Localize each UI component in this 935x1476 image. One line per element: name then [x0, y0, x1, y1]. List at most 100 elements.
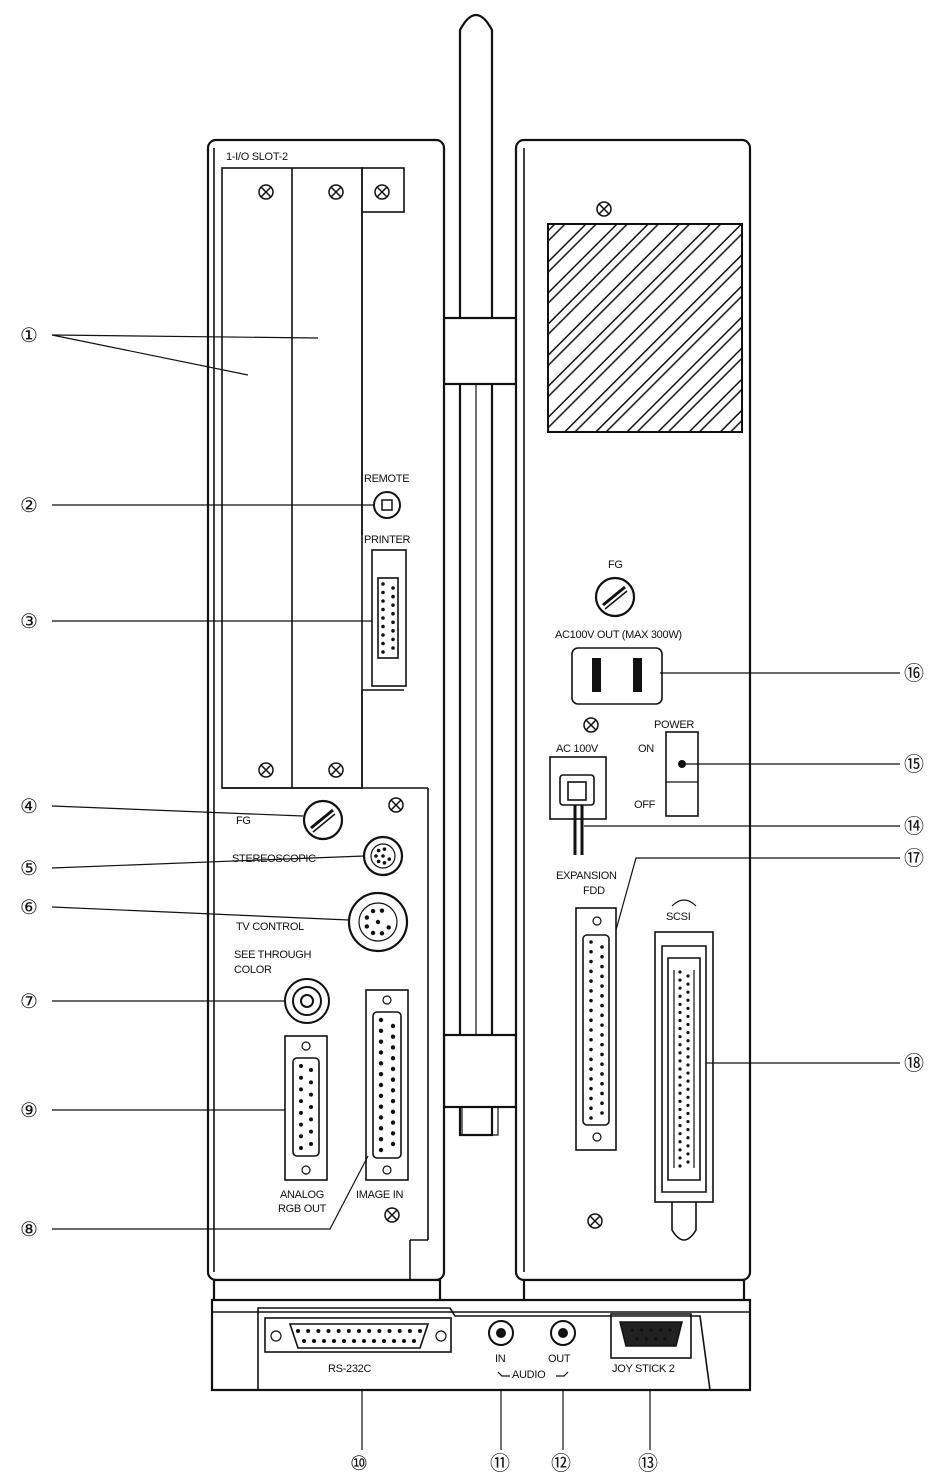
connector-pin — [387, 857, 392, 861]
ac-outlet — [571, 647, 663, 705]
connector-pin — [600, 1033, 604, 1037]
connector-pin — [309, 1105, 313, 1109]
connector-pin — [381, 616, 385, 620]
connector-pin — [589, 949, 593, 954]
remote-jack — [373, 491, 401, 519]
connector-pin — [326, 1329, 331, 1333]
ac-inlet — [549, 756, 607, 855]
connector-pin — [378, 1071, 384, 1077]
connector-pin — [589, 979, 593, 983]
printer-connector — [371, 549, 407, 687]
callout-18: ⑱ — [904, 1052, 924, 1075]
connector-pin — [686, 974, 690, 978]
connector-pin — [322, 1339, 326, 1343]
connector-pin — [589, 1037, 593, 1042]
connector-pin — [391, 637, 395, 642]
connector-pin — [600, 1091, 604, 1096]
connector-pin — [372, 1339, 376, 1343]
connector-pin — [381, 854, 385, 858]
connector-pin — [686, 990, 690, 994]
connector-pin — [362, 1339, 366, 1343]
printer-label: PRINTER — [364, 534, 411, 546]
connector-pin — [686, 1055, 690, 1059]
base-unit — [210, 1298, 752, 1392]
connector-pin — [686, 1119, 690, 1124]
expansion-label-1: EXPANSION — [556, 870, 617, 882]
connector-pin — [600, 945, 604, 949]
connector-pin — [678, 986, 682, 990]
connector-pin — [391, 620, 395, 625]
d-sub-connector-icon — [575, 907, 617, 1151]
screw-icon — [583, 717, 599, 733]
connector-pin — [686, 1079, 690, 1083]
connector-pin — [663, 1337, 667, 1341]
connector-pin — [600, 964, 604, 969]
callout-14: ⑭ — [904, 815, 924, 838]
connector-pin — [306, 1329, 311, 1333]
rca-jack-icon — [488, 1320, 514, 1346]
connector-pin — [391, 603, 395, 607]
connector-pin — [378, 1050, 384, 1055]
connector-pin — [589, 1106, 593, 1111]
connector-pin — [678, 1164, 682, 1168]
connector-pin — [370, 908, 376, 914]
connector-pin — [589, 1096, 593, 1101]
connector-pin — [678, 1018, 682, 1023]
connector-pin — [381, 590, 385, 595]
connector-pin — [686, 1031, 690, 1035]
connector-pin — [639, 1328, 644, 1332]
joystick-label: JOY STICK 2 — [612, 1363, 675, 1375]
screw-icon — [596, 201, 612, 217]
knob-icon — [594, 576, 636, 618]
connector-pin — [390, 1034, 396, 1039]
connector-pin — [392, 1339, 396, 1343]
connector-pin — [379, 908, 385, 913]
callout-12: ⑫ — [551, 1452, 571, 1475]
connector-pin — [686, 1128, 690, 1132]
connector-pin — [382, 861, 387, 865]
connector-pin — [600, 1052, 604, 1057]
connector-pin — [342, 1339, 346, 1343]
callout-17: ⑰ — [904, 847, 924, 870]
connector-pin — [390, 1088, 396, 1093]
connector-pin — [390, 1023, 396, 1029]
connector-pin — [649, 1328, 653, 1332]
connector-pin — [379, 931, 385, 936]
ac-out-label: AC100V OUT (MAX 300W) — [555, 629, 682, 641]
connector-pin — [678, 970, 682, 974]
audio-label: AUDIO — [512, 1369, 546, 1381]
connector-pin — [678, 1099, 682, 1103]
connector-pin — [299, 1075, 303, 1080]
audio-bracket — [497, 1371, 569, 1377]
io-slot-label: 1-I/O SLOT-2 — [226, 151, 288, 163]
connector-pin — [378, 1082, 384, 1088]
connector-pin — [299, 1110, 303, 1115]
connector-pin — [390, 1045, 396, 1050]
connector-pin — [390, 1120, 396, 1125]
fg-right-label: FG — [608, 559, 623, 571]
fg-left-label: FG — [236, 815, 251, 827]
screw-icon — [388, 797, 404, 813]
connector-pin — [407, 1329, 412, 1333]
connector-pin — [658, 1328, 663, 1332]
connector-pin — [589, 1008, 593, 1013]
connector-pin — [378, 1093, 384, 1099]
connector-pin — [378, 1017, 384, 1023]
connector-pin — [600, 1042, 604, 1047]
screw-icon — [384, 1207, 400, 1223]
central-stand — [442, 13, 518, 1137]
connector-pin — [589, 959, 593, 964]
connector-pin — [600, 984, 604, 988]
connector-pin — [678, 978, 682, 982]
connector-pin — [381, 641, 385, 646]
connector-pin — [418, 1329, 422, 1333]
connector-pin — [686, 1152, 690, 1156]
connector-pin — [600, 1072, 604, 1076]
callout-8: ⑧ — [20, 1219, 38, 1241]
connector-pin — [678, 1140, 682, 1144]
right-unit — [514, 138, 752, 1310]
connector-pin — [600, 1023, 604, 1027]
connector-pin — [600, 1003, 604, 1008]
connector-pin — [377, 1329, 382, 1333]
analog-label-1: ANALOG — [280, 1189, 324, 1201]
